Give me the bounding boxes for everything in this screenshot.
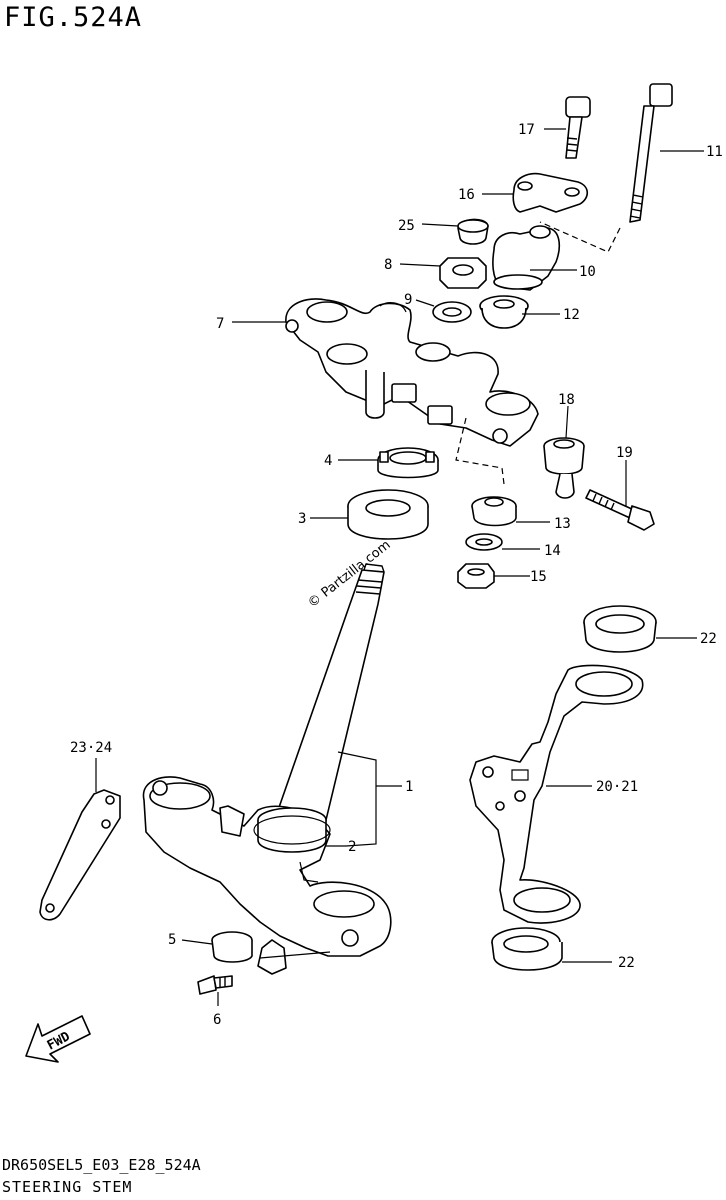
callout-20-21: 20·21 <box>596 779 638 795</box>
part-1-steering-stem[interactable] <box>142 563 392 957</box>
callout-3: 3 <box>298 511 306 527</box>
part-25-cap[interactable] <box>457 218 489 245</box>
callout-13: 13 <box>554 516 571 532</box>
leader-lines <box>95 128 704 1006</box>
part-19-bolt[interactable] <box>585 489 655 531</box>
part-3-bearing[interactable] <box>347 489 429 540</box>
callout-15: 15 <box>530 569 547 585</box>
callout-19: 19 <box>616 445 633 461</box>
part-6-bolt[interactable] <box>197 975 233 995</box>
callout-6: 6 <box>213 1012 221 1028</box>
callout-18: 18 <box>558 392 575 408</box>
part-17-bolt[interactable] <box>565 96 591 159</box>
callout-25: 25 <box>398 218 415 234</box>
callout-12: 12 <box>563 307 580 323</box>
section-name: STEERING STEM <box>2 1178 133 1196</box>
part-13-cushion[interactable] <box>471 496 517 527</box>
callout-22-upper: 22 <box>700 631 717 647</box>
callout-8: 8 <box>384 257 392 273</box>
part-10-handlebar-holder[interactable] <box>492 225 561 291</box>
callout-2: 2 <box>348 839 356 855</box>
callout-1: 1 <box>405 779 413 795</box>
part-12-cushion[interactable] <box>479 295 529 329</box>
part-18-cushion[interactable] <box>543 437 585 499</box>
fwd-arrow-icon: FWD <box>25 1015 91 1063</box>
callout-14: 14 <box>544 543 561 559</box>
part-8-nut[interactable] <box>439 257 487 289</box>
callout-9: 9 <box>404 292 412 308</box>
callout-5: 5 <box>168 932 176 948</box>
part-11-long-bolt[interactable] <box>629 83 673 223</box>
part-23-24-bracket[interactable] <box>39 789 121 921</box>
callout-22-lower: 22 <box>618 955 635 971</box>
part-9-washer[interactable] <box>432 301 472 323</box>
callout-labels: 11 17 16 25 8 10 9 12 7 18 19 4 3 13 14 … <box>70 122 723 1028</box>
callout-16: 16 <box>458 187 475 203</box>
part-22-dust-seal-upper[interactable] <box>583 605 657 653</box>
part-15-nut[interactable] <box>457 563 495 589</box>
part-16-clamp-cap[interactable] <box>512 172 589 213</box>
part-5-cap[interactable] <box>211 931 253 963</box>
part-7-upper-bracket[interactable] <box>285 298 539 447</box>
part-2-bearing[interactable] <box>253 815 331 845</box>
part-4-steering-nut[interactable] <box>377 447 439 479</box>
figure-title: FIG.524A <box>4 2 143 33</box>
callout-10: 10 <box>579 264 596 280</box>
part-22-dust-seal-lower[interactable] <box>491 927 563 971</box>
callout-23-24: 23·24 <box>70 740 112 756</box>
callout-11: 11 <box>706 144 723 160</box>
callout-17: 17 <box>518 122 535 138</box>
model-code: DR650SEL5_E03_E28_524A <box>2 1156 201 1174</box>
part-14-washer[interactable] <box>465 533 503 551</box>
callout-4: 4 <box>324 453 332 469</box>
part-20-21-headlight-bracket[interactable] <box>469 664 644 924</box>
callout-7: 7 <box>216 316 224 332</box>
